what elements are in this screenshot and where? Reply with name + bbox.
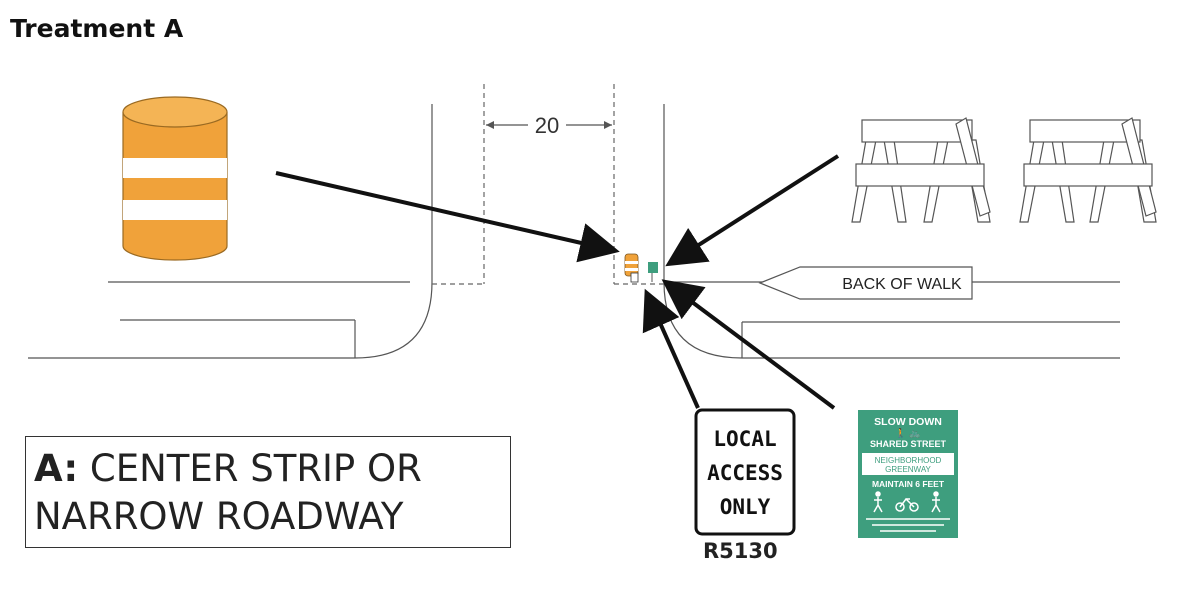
shared-street-sign: SLOW DOWN 🚶 🚲 SHARED STREET NEIGHBORHOOD… — [858, 410, 958, 538]
caption-line1-row: A: CENTER STRIP OR — [34, 445, 422, 493]
local-sign-line2: ACCESS — [707, 461, 783, 485]
bike-ped-icons: 🚶 🚲 — [895, 427, 920, 439]
barricade-icon-2 — [1019, 117, 1157, 223]
street-lines — [28, 104, 1120, 359]
shared-sign-line4: GREENWAY — [885, 465, 931, 474]
shared-sign-line5: MAINTAIN 6 FEET — [872, 479, 945, 489]
shared-sign-line1: SLOW DOWN — [874, 416, 942, 428]
sign-code: R5130 — [703, 539, 778, 563]
caption-line1: CENTER STRIP OR — [78, 447, 422, 490]
dimension-label: 20 — [535, 113, 559, 138]
local-sign-line3: ONLY — [720, 495, 771, 519]
barricade-icon — [851, 117, 991, 223]
caption-line2: NARROW ROADWAY — [34, 495, 404, 538]
small-sign-icon — [630, 262, 658, 283]
back-of-walk-callout: BACK OF WALK — [758, 266, 973, 300]
dimension-20: 20 — [486, 113, 612, 138]
shared-sign-line2: SHARED STREET — [870, 439, 947, 449]
local-access-only-sign: LOCAL ACCESS ONLY — [694, 408, 796, 536]
back-of-walk-label: BACK OF WALK — [842, 276, 962, 293]
pointer-arrows — [275, 154, 840, 410]
caption-text: A: CENTER STRIP OR NARROW ROADWAY — [34, 445, 422, 541]
traffic-drum-icon — [122, 96, 228, 261]
caption-box: A: CENTER STRIP OR NARROW ROADWAY — [25, 436, 511, 548]
shared-sign-line3: NEIGHBORHOOD — [875, 456, 942, 465]
page-title: Treatment A — [10, 14, 184, 43]
local-sign-line1: LOCAL — [713, 427, 776, 451]
caption-letter: A: — [34, 447, 79, 490]
pedestrian-bike-pictogram-icon — [873, 491, 941, 513]
